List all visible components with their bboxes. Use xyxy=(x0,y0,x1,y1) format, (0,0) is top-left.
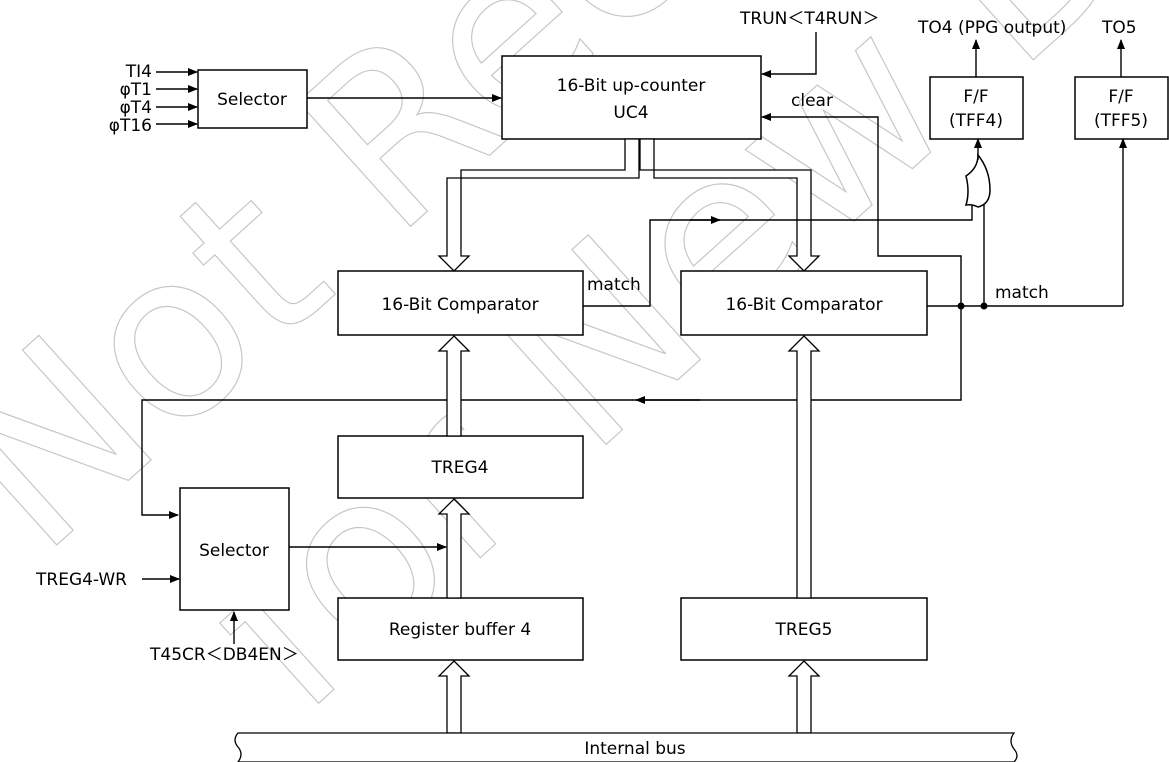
clear-label: clear xyxy=(791,91,833,111)
buffer-to-treg4-bus xyxy=(437,498,471,599)
selector-bottom: Selector xyxy=(179,487,290,611)
trun-signal-label: TRUN＜T4RUN＞ xyxy=(739,9,880,29)
bus-to-treg5 xyxy=(787,660,821,734)
comparator-left-label: 16-Bit Comparator xyxy=(381,295,538,315)
comparator-right-box xyxy=(680,270,928,336)
input-selector: Selector xyxy=(197,69,308,129)
up-counter-label: 16-Bit up-counter xyxy=(557,76,706,96)
to5-label: TO5 xyxy=(1101,18,1137,38)
t45cr-label: T45CR＜DB4EN＞ xyxy=(149,645,299,665)
flipflop-tff5: F/F (TFF5) xyxy=(1074,76,1169,140)
internal-bus: Internal bus xyxy=(234,732,1018,762)
up-counter-name: UC4 xyxy=(613,103,648,123)
input-selector-label: Selector xyxy=(217,90,287,110)
selector-bottom-box xyxy=(179,487,290,611)
register-buffer-4-label: Register buffer 4 xyxy=(389,620,531,640)
treg4-to-comparator-left-bus xyxy=(437,335,471,437)
up-counter-uc4: 16-Bit up-counter UC4 xyxy=(501,55,762,140)
input-selector-box xyxy=(197,69,308,129)
flipflop-tff4: F/F (TFF4) xyxy=(929,76,1024,140)
register-buffer-4-box xyxy=(337,597,584,661)
counter-to-comparator-left-bus xyxy=(437,138,640,272)
treg5-box xyxy=(680,597,928,661)
treg4-label: TREG4 xyxy=(431,458,489,478)
treg5: TREG5 xyxy=(680,597,928,661)
comparator-right-label: 16-Bit Comparator xyxy=(725,295,882,315)
trun-signal-wire xyxy=(761,32,817,78)
flipflop-tff4-name: (TFF4) xyxy=(949,111,1003,131)
treg4-box xyxy=(337,435,584,499)
comparator-left-box xyxy=(337,270,584,336)
register-buffer-4: Register buffer 4 xyxy=(337,597,584,661)
input-ti4: TI4 xyxy=(125,62,152,82)
treg4: TREG4 xyxy=(337,435,584,499)
input-phi-t4: φT4 xyxy=(120,98,152,118)
internal-bus-label: Internal bus xyxy=(584,739,685,759)
flipflop-tff4-label: F/F xyxy=(963,87,988,107)
selector-bottom-label: Selector xyxy=(199,541,269,561)
treg5-to-comparator-right-bus xyxy=(787,335,821,599)
match-left-label: match xyxy=(587,275,641,295)
match-left-wire xyxy=(583,205,973,307)
comparator-right: 16-Bit Comparator xyxy=(680,270,928,336)
feedback-wire xyxy=(141,306,962,519)
clear-wire xyxy=(761,113,962,306)
to4-label: TO4 (PPG output) xyxy=(917,18,1066,38)
match-right-label: match xyxy=(995,283,1049,303)
comparator-left: 16-Bit Comparator xyxy=(337,270,584,336)
treg5-label: TREG5 xyxy=(775,620,833,640)
treg4-wr-label: TREG4-WR xyxy=(35,570,127,590)
counter-to-comparator-right-bus xyxy=(639,138,821,272)
flipflop-tff5-name: (TFF5) xyxy=(1094,111,1148,131)
internal-bus-shape xyxy=(234,732,1018,762)
flipflop-tff5-label: F/F xyxy=(1108,87,1133,107)
input-phi-t1: φT1 xyxy=(120,80,152,100)
up-counter-box xyxy=(501,55,762,140)
input-phi-t16: φT16 xyxy=(109,116,152,136)
bus-to-buffer-4 xyxy=(437,660,471,734)
